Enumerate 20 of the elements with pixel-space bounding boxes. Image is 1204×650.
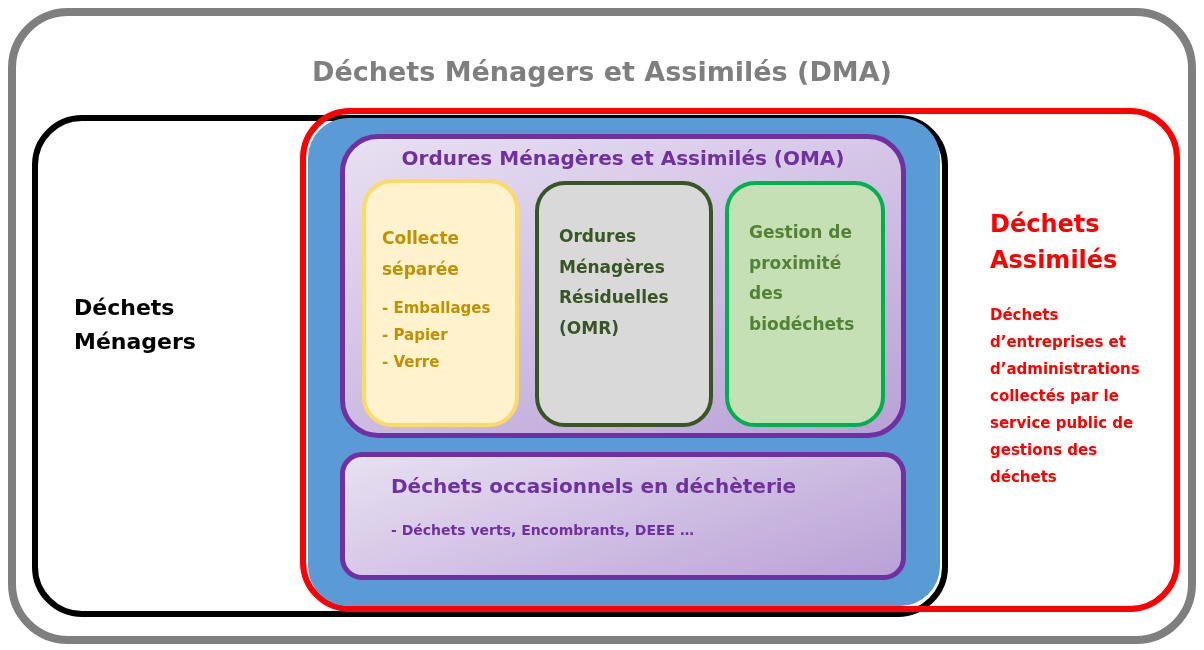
category-box <box>340 134 906 438</box>
region-box <box>300 108 1180 612</box>
list-item: - Déchets verts, Encombrants, DEEE … <box>391 521 695 540</box>
group-box <box>308 118 940 606</box>
category-heading: Ordures Ménagères et Assimilés (OMA) <box>400 145 846 171</box>
category-heading: Déchets occasionnels en déchèterie <box>391 473 798 499</box>
list-item: - Emballages <box>382 299 492 319</box>
category-box <box>340 452 906 580</box>
region-heading: Déchets Assimilés <box>990 209 1119 276</box>
box-heading: Collecte séparée <box>382 227 461 281</box>
box-heading: Ordures Ménagères Résiduelles (OMR) <box>559 225 670 340</box>
box-heading: Gestion de proximité des biodéchets <box>749 221 856 336</box>
region-heading: Déchets Ménagers et Assimilés (DMA) <box>311 55 893 89</box>
description-text: Déchets d’entreprises et d’administrations collectés par le service public de gestions des déchets <box>990 305 1141 488</box>
list-item: - Papier <box>382 326 449 346</box>
list-item: - Verre <box>382 353 441 373</box>
category-box <box>725 181 885 427</box>
region-heading: Déchets Ménagers <box>74 294 197 357</box>
category-box <box>535 181 713 427</box>
category-box <box>362 179 519 427</box>
